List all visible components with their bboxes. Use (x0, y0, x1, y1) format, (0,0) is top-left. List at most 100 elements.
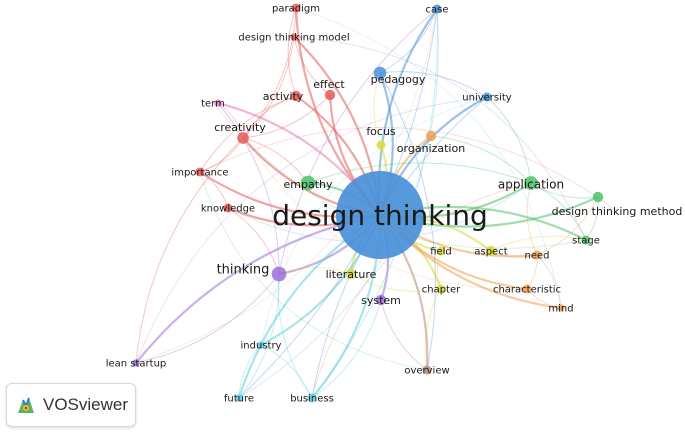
label-case[interactable]: case (426, 5, 449, 16)
label-future[interactable]: future (224, 394, 254, 405)
edge-stage-aspect (490, 235, 587, 252)
node-business[interactable] (307, 393, 317, 403)
label-chapter[interactable]: chapter (422, 285, 461, 296)
background-link (293, 36, 587, 241)
node-case[interactable] (432, 4, 442, 14)
label-dtmethod[interactable]: design thinking method (552, 205, 683, 218)
label-leanstartup[interactable]: lean startup (106, 359, 167, 370)
label-dtm[interactable]: design thinking model (238, 33, 349, 44)
background-link (135, 96, 488, 364)
edge-system-business (311, 299, 382, 399)
edge-literature-chapter (350, 273, 442, 292)
node-term[interactable] (214, 99, 222, 107)
node-stage[interactable] (581, 235, 591, 245)
vosviewer-logo-badge[interactable]: VOSviewer (6, 383, 136, 427)
label-effect[interactable]: effect (313, 78, 345, 91)
node-creativity[interactable] (237, 132, 249, 144)
edge-need-mind (536, 254, 562, 309)
edge-industry-business (260, 344, 313, 399)
edge-industry-future (238, 344, 262, 399)
edge-pedagogy-focus (373, 72, 382, 146)
label-aspect[interactable]: aspect (474, 247, 507, 258)
label-application[interactable]: application (498, 177, 564, 191)
label-need[interactable]: need (525, 251, 550, 262)
node-industry[interactable] (257, 341, 265, 349)
label-system[interactable]: system (361, 294, 401, 307)
label-literature[interactable]: literature (326, 268, 377, 281)
background-link (260, 96, 488, 346)
node-leanstartup[interactable] (132, 359, 140, 367)
edge-thinking-business (277, 273, 313, 399)
label-university[interactable]: university (462, 93, 512, 104)
node-chapter[interactable] (436, 284, 446, 294)
node-literature[interactable] (345, 268, 357, 280)
label-characteristic[interactable]: characteristic (493, 285, 561, 296)
label-thinking[interactable]: thinking (217, 263, 270, 278)
node-paradigm[interactable] (291, 3, 301, 13)
label-business[interactable]: business (290, 394, 334, 405)
edge-pedagogy-university (379, 71, 488, 98)
label-creativity[interactable]: creativity (214, 121, 266, 134)
node-activity[interactable] (290, 90, 302, 102)
background-link (199, 127, 618, 212)
label-pedagogy[interactable]: pedagogy (371, 73, 426, 86)
node-dtmethod[interactable] (592, 191, 604, 203)
label-industry[interactable]: industry (241, 341, 282, 352)
label-overview[interactable]: overview (404, 366, 449, 377)
label-dt[interactable]: design thinking (272, 199, 488, 232)
label-activity[interactable]: activity (263, 90, 304, 103)
edge-system-overview (380, 299, 428, 371)
node-focus[interactable] (376, 140, 386, 150)
node-university[interactable] (482, 92, 492, 102)
node-application[interactable] (524, 176, 538, 190)
label-knowledge[interactable]: knowledge (201, 204, 255, 215)
node-thinking[interactable] (271, 266, 287, 282)
edge-application-need (526, 182, 538, 256)
label-paradigm[interactable]: paradigm (272, 4, 320, 15)
label-term[interactable]: term (201, 99, 225, 110)
label-empathy[interactable]: empathy (283, 178, 332, 191)
node-future[interactable] (235, 394, 243, 402)
edge-term-thinking (217, 102, 280, 275)
edge-paradigm-activity (287, 7, 297, 97)
node-aspect[interactable] (485, 245, 497, 257)
node-system[interactable] (375, 294, 387, 306)
edge-empathy-creativity (242, 137, 309, 184)
label-field[interactable]: field (430, 247, 452, 258)
edge-overview-pedagogy (379, 72, 436, 371)
node-knowledge[interactable] (223, 203, 233, 213)
node-dtm[interactable] (290, 33, 298, 41)
edge-dtm-effect (293, 36, 331, 96)
labels-layer: design thinking paradigm design thinking m… (106, 4, 683, 405)
edge-paradigm-creativity (242, 7, 297, 139)
node-importance[interactable] (195, 167, 205, 177)
node-empathy[interactable] (300, 175, 316, 191)
edge-case-thinking (278, 8, 438, 275)
background-link (199, 171, 428, 371)
label-organization[interactable]: organization (397, 142, 465, 155)
label-mind[interactable]: mind (548, 304, 573, 315)
edge-activity-creativity (242, 95, 297, 139)
node-overview[interactable] (422, 365, 432, 375)
edge-thinking-leanstartup (135, 273, 280, 364)
node-dt[interactable] (336, 171, 424, 259)
edge-effect-creativity (242, 94, 331, 139)
edge-dtmethod-stage (585, 196, 599, 241)
node-effect[interactable] (324, 89, 336, 101)
node-need[interactable] (532, 250, 542, 260)
node-characteristic[interactable] (522, 284, 532, 294)
edge-activity-importance (199, 95, 297, 173)
edge-thinking-knowledge (227, 207, 280, 275)
node-organization[interactable] (425, 130, 437, 142)
edge-empathy-application (307, 162, 532, 184)
node-mind[interactable] (557, 304, 565, 312)
label-focus[interactable]: focus (366, 125, 396, 138)
node-pedagogy[interactable] (373, 66, 387, 80)
label-stage[interactable]: stage (572, 236, 600, 247)
label-importance[interactable]: importance (171, 168, 228, 179)
edge-organization-application (430, 135, 532, 184)
edge-leanstartup-creativity (135, 137, 244, 364)
node-field[interactable] (436, 246, 446, 256)
edge-dtm-creativity (242, 36, 295, 139)
